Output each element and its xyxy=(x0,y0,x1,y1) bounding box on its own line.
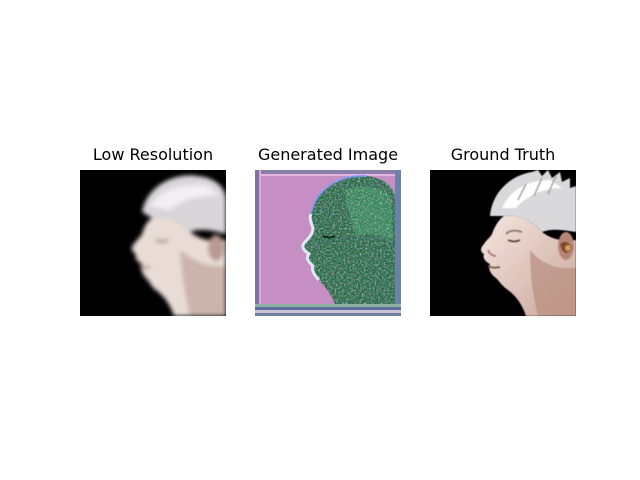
generated-image-title: Generated Image xyxy=(257,145,399,164)
generated-image xyxy=(255,170,401,316)
ground-truth-title: Ground Truth xyxy=(450,145,556,164)
ground-truth-panel: Ground Truth xyxy=(430,143,576,316)
generated-image-panel: Generated Image xyxy=(255,143,401,316)
low-resolution-panel: Low Resolution xyxy=(80,143,226,316)
low-resolution-title: Low Resolution xyxy=(92,145,214,164)
low-resolution-image xyxy=(80,170,226,316)
ground-truth-image xyxy=(430,170,576,316)
